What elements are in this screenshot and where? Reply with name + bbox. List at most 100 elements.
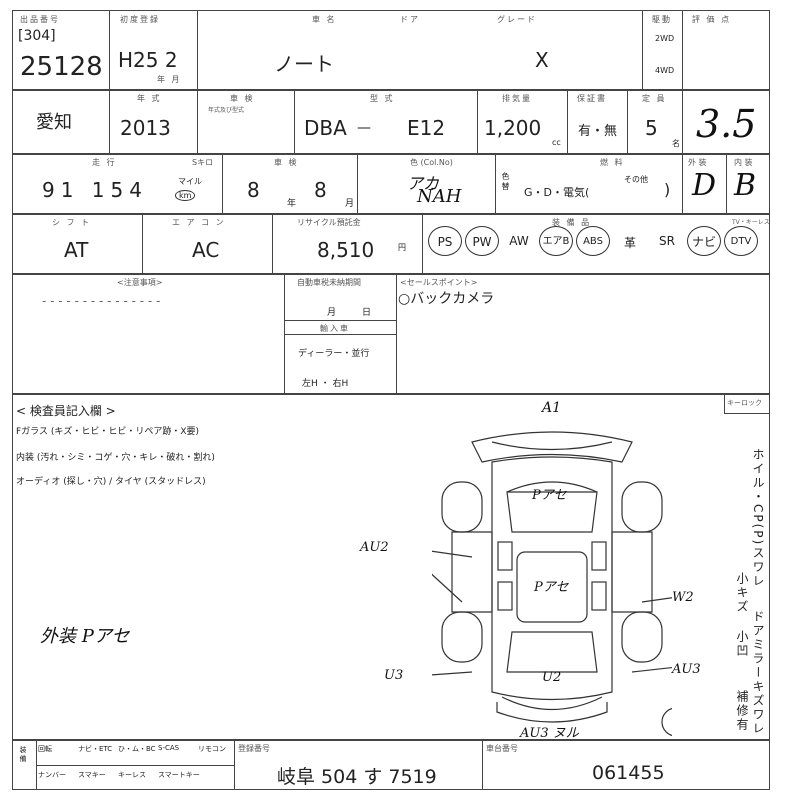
- shift: AT: [64, 238, 89, 262]
- mark-hood: Pアセ: [532, 488, 567, 503]
- inspection-label-2: 車 検: [230, 94, 255, 103]
- row-header: [12, 10, 770, 90]
- equipment-エアb: エアB: [539, 226, 573, 256]
- vin: 061455: [592, 762, 665, 784]
- extra-label: TV・キーレス: [732, 219, 770, 226]
- mark-rear-center: U2: [542, 670, 562, 685]
- inspection-label: 車 検: [274, 158, 299, 167]
- side-text-4: 小凹: [735, 630, 749, 658]
- import-dealer: ディーラー・並行: [298, 349, 370, 359]
- fuel-close: ): [664, 180, 671, 199]
- keyless-label: キーロック: [727, 399, 762, 407]
- grade: X: [535, 48, 549, 72]
- inspection-sub: 年式及び型式: [208, 107, 245, 114]
- inspection-year: 8: [247, 178, 260, 202]
- score: 3.5: [696, 102, 757, 146]
- plate-label: 登録番号: [238, 744, 270, 753]
- recycle-unit: 円: [398, 243, 406, 252]
- mileage-circled: km: [175, 190, 196, 201]
- equipment-ナビ: ナビ: [687, 226, 721, 256]
- history-month: 月: [327, 308, 337, 318]
- record-label: 保証書: [577, 94, 607, 103]
- footer: [12, 740, 770, 790]
- score-label: 評 価 点: [692, 15, 732, 24]
- color-handwritten: アカ: [407, 174, 440, 193]
- footer-opt2-2: キーレス: [118, 771, 146, 779]
- first-reg-label: 初度登録: [120, 15, 160, 24]
- car-name: ノート: [274, 52, 334, 76]
- drive-label: 駆動: [652, 15, 672, 24]
- equipment-dtv: DTV: [724, 226, 758, 256]
- drive-4wd: 4WD: [655, 66, 675, 75]
- mark-left: AU2: [360, 540, 389, 555]
- inspection-line2: 内装 (汚れ・シミ・コゲ・穴・キレ・破れ・割れ): [16, 453, 215, 463]
- inspection-year-unit: 年: [287, 199, 297, 209]
- recycle-label: リサイクル預託金: [297, 218, 361, 227]
- mark-rear-right: AU3: [672, 662, 701, 677]
- ac-label: エ ア コ ン: [172, 218, 226, 227]
- shift-label: シ フ ト: [52, 218, 92, 227]
- inspection-line3: オーディオ (探し・穴) / タイヤ (スタッドレス): [16, 477, 206, 487]
- side-text-1: ホイル・CP(P)スワレ: [751, 448, 765, 589]
- equipment-aw: AW: [509, 234, 529, 248]
- inspection-area: [12, 394, 770, 740]
- capacity-label: 定 員: [642, 94, 667, 103]
- mileage: 91 154: [42, 178, 148, 202]
- history-day: 日: [362, 308, 372, 318]
- footer-opt2-1: スマキー: [78, 771, 106, 779]
- first-reg: H25 2: [118, 48, 178, 72]
- fuel-other: その他: [624, 175, 648, 184]
- mark-right: W2: [672, 590, 694, 605]
- lot-label: 出品番号: [20, 15, 60, 24]
- inspection-line1: Fガラス (キズ・ヒビ・ヒビ・リペア跡・X要): [16, 427, 200, 437]
- inspection-month: 8: [314, 178, 327, 202]
- mark-front: A1: [542, 400, 562, 416]
- grade-label: グレード: [497, 15, 537, 24]
- year-label: 年 式: [137, 94, 162, 103]
- plate: 岐阜 504 す 7519: [277, 766, 437, 788]
- fuel-options: G・D・電気(: [524, 186, 590, 199]
- footer-opt-3: S-CAS: [158, 744, 180, 752]
- row-equipment: [12, 214, 770, 274]
- type-prefix: DBA: [304, 116, 347, 140]
- mileage-label: 走 行: [92, 158, 117, 167]
- color-label: 色 (Col.No): [410, 158, 453, 167]
- drive-2wd: 2WD: [655, 34, 675, 43]
- door-label: ドア: [400, 15, 420, 24]
- capacity: 5: [645, 116, 658, 140]
- equipment-abs: ABS: [576, 226, 610, 256]
- car-diagram: [432, 431, 672, 737]
- displacement-unit: cc: [552, 138, 561, 147]
- record: 有・無: [578, 124, 618, 139]
- footer-opt-2: ひ・ム・BC: [118, 745, 156, 753]
- row-notes: [12, 274, 770, 394]
- lot-prefix: [304]: [18, 28, 56, 44]
- type-label: 型 式: [370, 94, 395, 103]
- side-text-5: 補修有: [735, 690, 749, 732]
- sales-label: <セールスポイント>: [400, 278, 478, 287]
- notes-label: <注意事項>: [117, 278, 163, 287]
- import-handle: 左H ・ 右H: [302, 379, 349, 389]
- history-label: 自動車税未納期間: [297, 278, 361, 287]
- handwritten-note: 外装 Pアセ: [40, 626, 130, 647]
- footer-opt-1: ナビ・ETC: [78, 745, 113, 753]
- footer-opt2-3: スマートキー: [158, 771, 200, 779]
- displacement: 1,200: [484, 116, 542, 140]
- exterior: D: [692, 168, 717, 203]
- row-year: [12, 90, 770, 154]
- color-change-label: 色替: [501, 172, 510, 192]
- footer-opt-0: 回転: [38, 745, 52, 753]
- interior-label: 内 装: [734, 158, 753, 167]
- mileage-unit: マイル: [178, 177, 202, 186]
- lot-number: 25128: [20, 52, 103, 82]
- equipment-sr: SR: [659, 234, 675, 248]
- equipment-pw: PW: [465, 226, 499, 256]
- mileage-unit-label: Sキロ: [192, 158, 214, 167]
- side-text-2: 小キズ: [735, 572, 749, 614]
- sales-point: ○バックカメラ: [398, 291, 495, 307]
- ac: AC: [192, 238, 220, 262]
- equipment-ps: PS: [428, 226, 462, 256]
- inspection-month-unit: 月: [345, 199, 355, 209]
- type-code: E12: [407, 116, 446, 140]
